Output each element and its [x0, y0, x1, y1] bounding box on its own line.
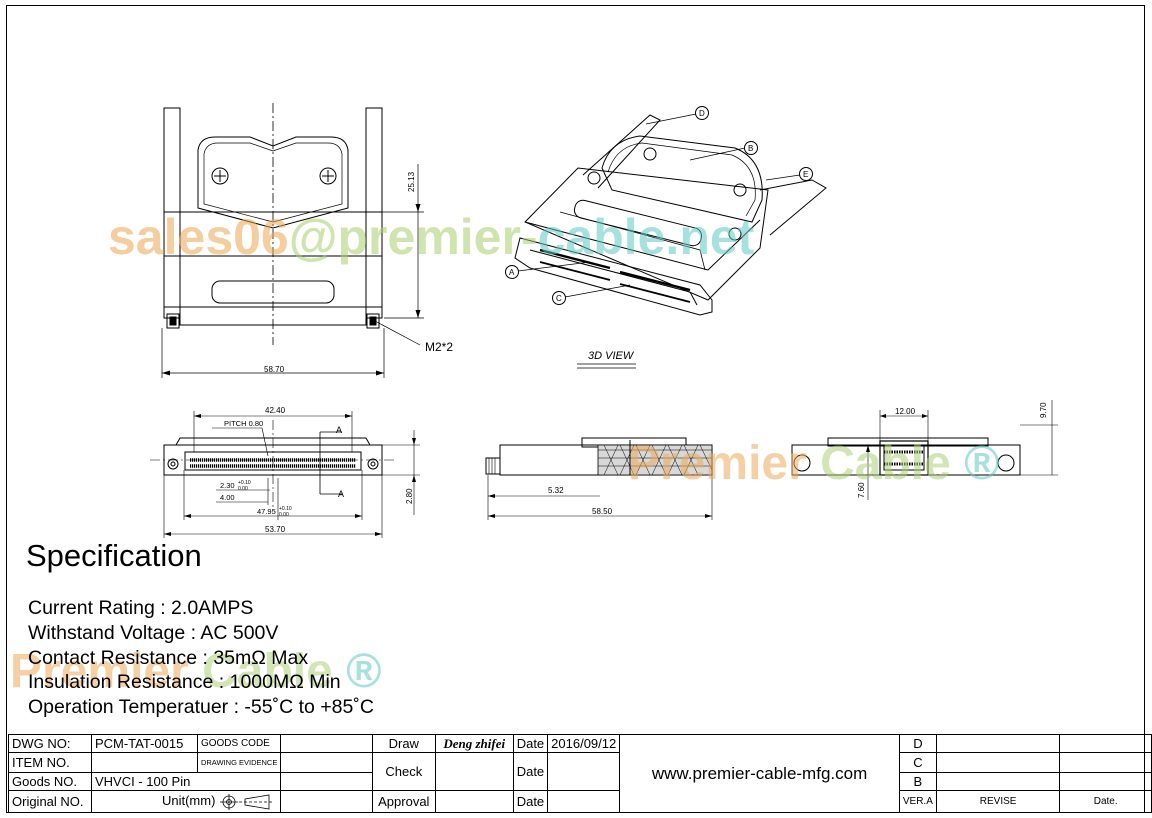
empty-cell — [935, 752, 1061, 773]
empty-cell — [1059, 752, 1152, 773]
empty-cell — [1059, 734, 1152, 753]
callout-m2x2: M2*2 — [425, 340, 453, 354]
goods-code-label: GOODS CODE — [196, 734, 282, 753]
title-block: DWG NO: PCM-TAT-0015 GOODS CODE Draw Den… — [8, 734, 1152, 813]
empty-cell — [90, 752, 198, 773]
date-label: Date — [512, 734, 549, 753]
rev-letter: B — [898, 772, 937, 791]
date-label: Date — [512, 790, 549, 813]
pitch-label: PITCH 0.80 — [224, 419, 263, 428]
dim-9-70: 9.70 — [1039, 402, 1048, 418]
drawing-border — [6, 5, 1145, 813]
dim-12-00: 12.00 — [895, 407, 916, 416]
empty-cell — [935, 772, 1061, 791]
spec-item: Withstand Voltage : AC 500V — [28, 621, 279, 644]
dim-2-30-tol: +0.10 — [238, 480, 251, 486]
dim-2-80: 2.80 — [405, 488, 414, 504]
draw-signature: Deng zhifei — [434, 734, 514, 753]
section-a-bottom: A — [338, 489, 344, 499]
empty-cell — [434, 790, 514, 813]
dim-4-00: 4.00 — [220, 493, 235, 502]
approval-label: Approval — [371, 790, 436, 813]
date-label: Date — [512, 752, 549, 791]
callout-d: D — [699, 109, 705, 118]
dim-53-70: 53.70 — [265, 525, 286, 534]
dim-25-13: 25.13 — [407, 171, 416, 192]
side-view — [485, 437, 713, 520]
item-no-label: ITEM NO. — [8, 752, 92, 773]
date-column-label: Date. — [1059, 790, 1152, 813]
dim-58-70: 58.70 — [264, 365, 285, 374]
view-3d — [505, 106, 827, 369]
dim-2-30: 2.30 — [220, 481, 235, 490]
empty-cell — [547, 790, 621, 813]
rev-letter: D — [898, 734, 937, 753]
revise-label: REVISE — [935, 790, 1061, 813]
check-signature-cell — [434, 752, 514, 791]
version-label: VER.A — [898, 790, 937, 813]
dim-2-30-tol2: 0.00 — [238, 486, 248, 492]
specification-list: Current Rating : 2.0AMPS Withstand Volta… — [28, 596, 374, 720]
spec-item: Operation Temperatuer : -55˚C to +85˚C — [28, 696, 374, 719]
goods-no-value: VHVCI - 100 Pin — [90, 772, 282, 791]
dim-58-50: 58.50 — [592, 507, 613, 516]
label-3d-view: 3D VIEW — [588, 350, 635, 362]
dim-47-95-tol: +0.10 — [279, 506, 292, 512]
draw-date: 2016/09/12 — [547, 734, 621, 753]
callout-a: A — [509, 268, 515, 277]
specification-title: Specification — [26, 538, 202, 573]
website-url: www.premier-cable-mfg.com — [619, 734, 900, 813]
dwg-no-value: PCM-TAT-0015 — [90, 734, 198, 753]
spec-item: Contact Resistance : 35mΩ Max — [28, 646, 309, 669]
empty-cell — [935, 734, 1061, 753]
front-view — [150, 411, 420, 538]
dim-42-40: 42.40 — [265, 406, 286, 415]
spec-item: Current Rating : 2.0AMPS — [28, 597, 254, 619]
goods-no-label: Goods NO. — [8, 772, 92, 791]
drawing-evidence-label: DRAWING EVIDENCE — [196, 752, 282, 773]
empty-cell — [280, 790, 373, 813]
dim-7-60: 7.60 — [857, 482, 866, 498]
callout-c: C — [556, 294, 562, 303]
original-no-label: Original NO. — [8, 790, 92, 813]
dwg-no-label: DWG NO: — [8, 734, 92, 753]
draw-label: Draw — [371, 734, 436, 753]
empty-cell — [547, 752, 621, 791]
callout-b: B — [748, 144, 753, 153]
empty-cell — [280, 734, 373, 753]
empty-cell — [280, 752, 373, 773]
empty-cell — [280, 772, 373, 791]
unit-cell: Unit(mm) — [90, 790, 282, 813]
projection-symbol-icon — [220, 793, 275, 810]
dim-47-95-tol2: 0.00 — [279, 512, 289, 518]
check-label: Check — [371, 752, 436, 791]
empty-cell — [1059, 772, 1152, 791]
callout-e: E — [803, 170, 808, 179]
dim-47-95: 47.95 — [257, 507, 276, 516]
top-view — [161, 103, 424, 378]
section-a-top: A — [336, 425, 342, 435]
dim-5-32: 5.32 — [548, 486, 564, 495]
unit-label: Unit(mm) — [161, 793, 216, 809]
end-view — [791, 400, 1058, 500]
rev-letter: C — [898, 752, 937, 773]
spec-item: Insulation Resistance : 1000MΩ Min — [28, 671, 341, 694]
